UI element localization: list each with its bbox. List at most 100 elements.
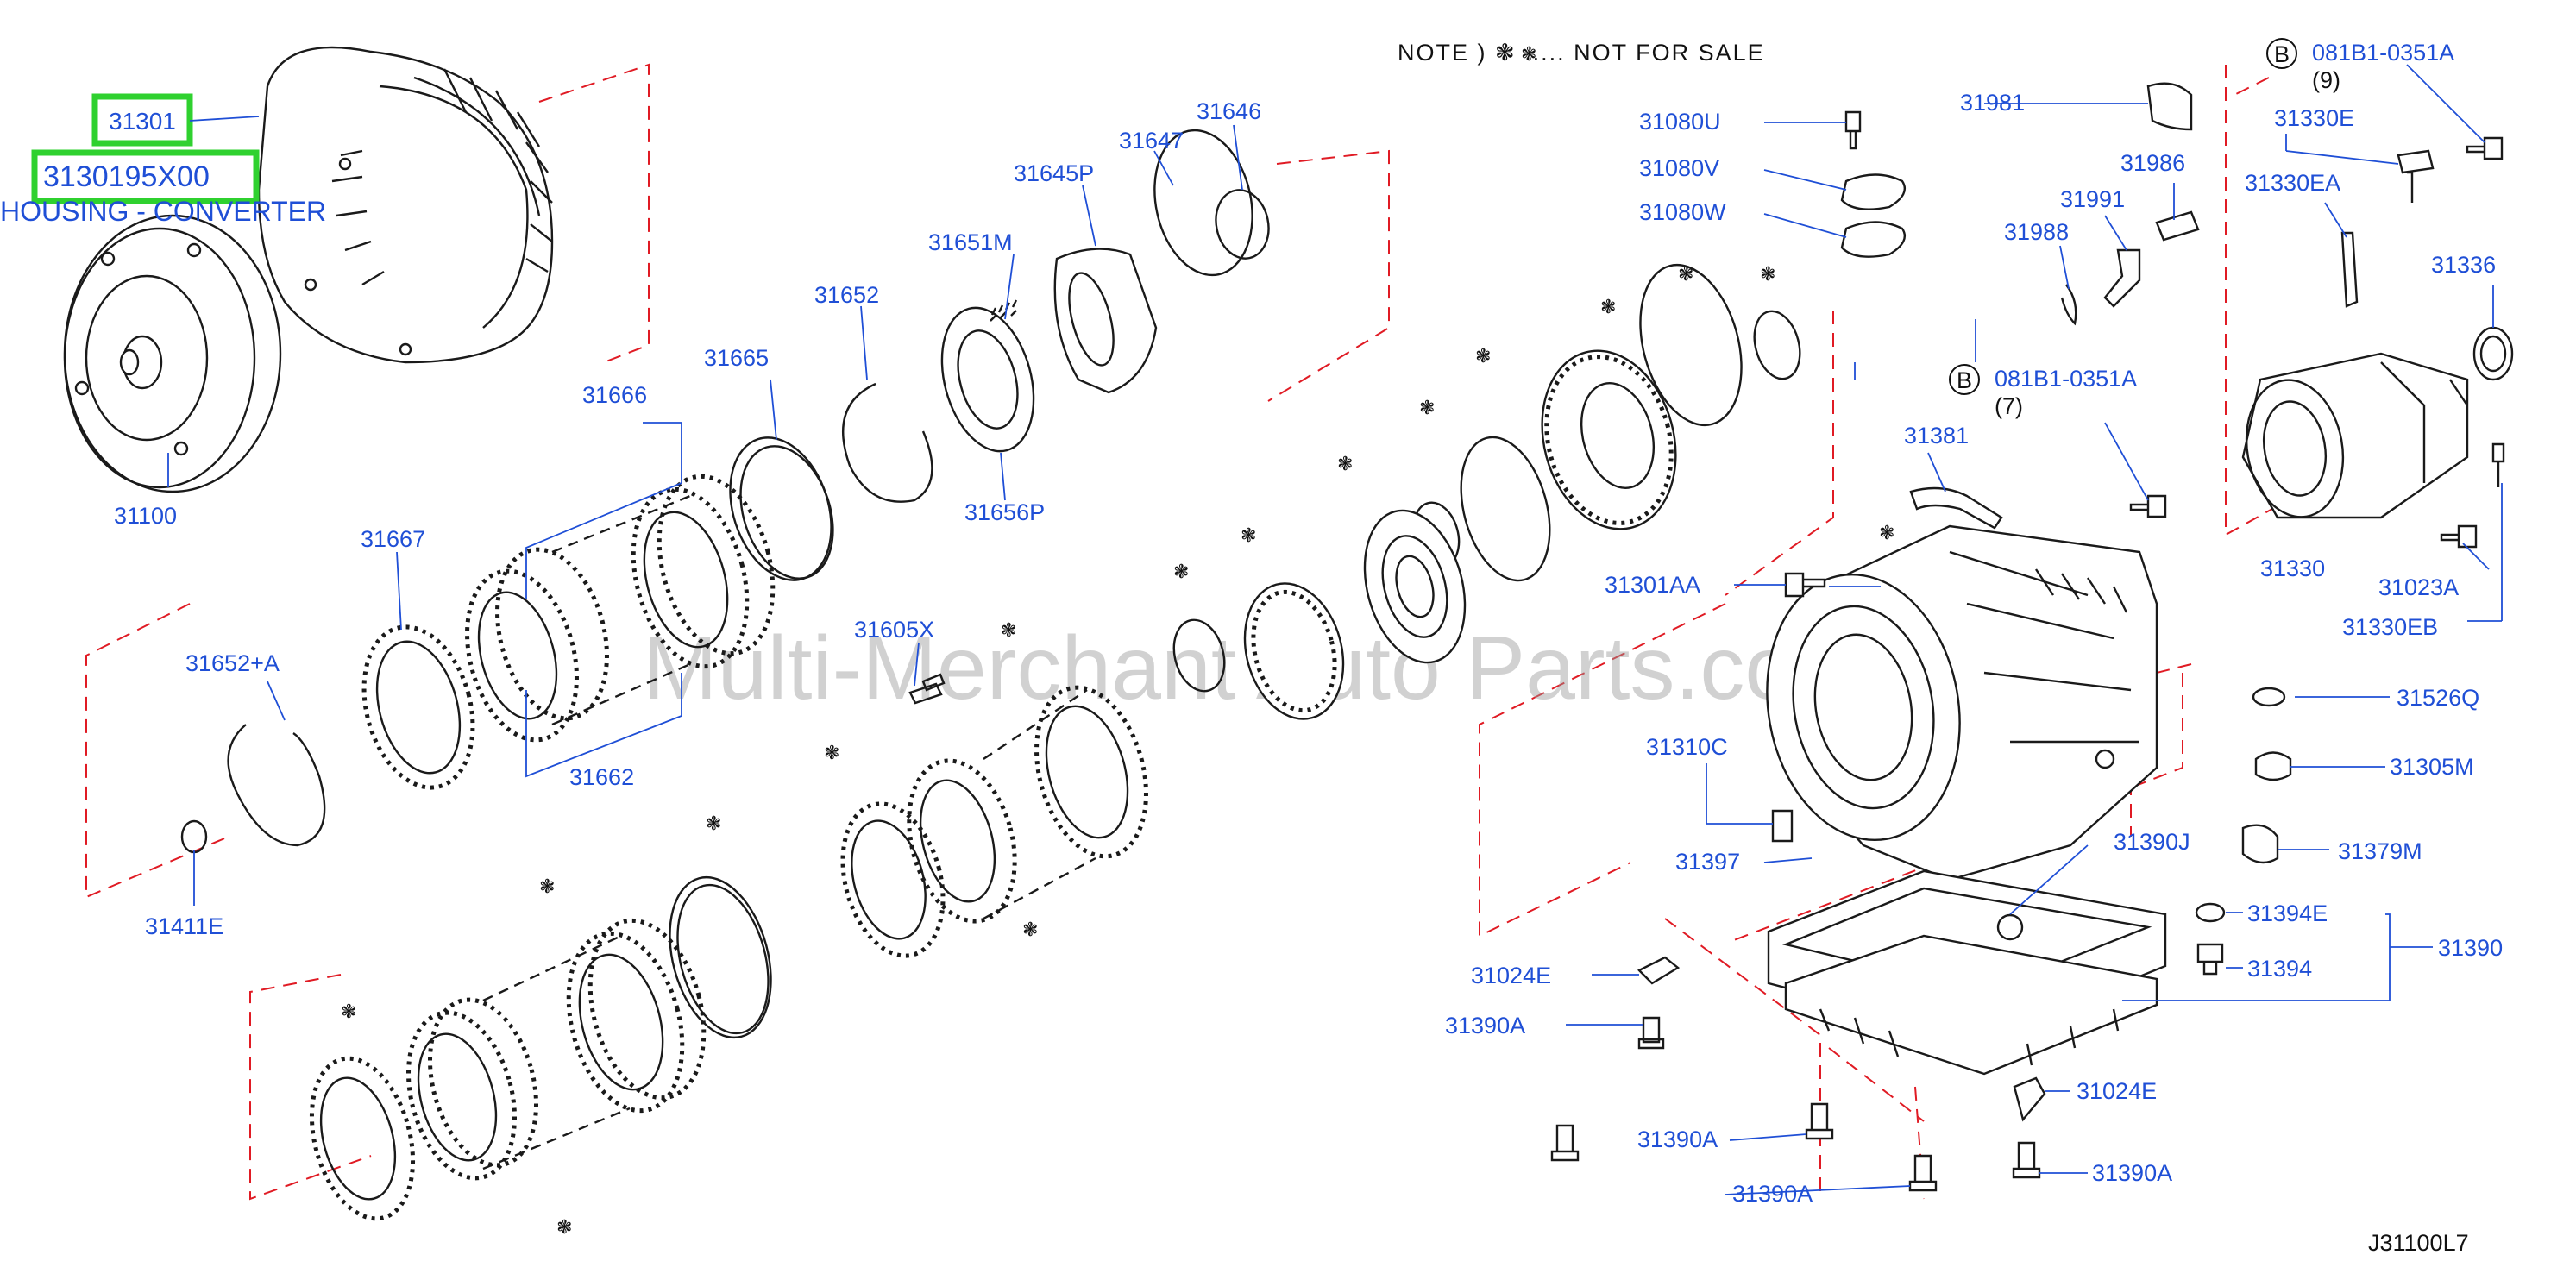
label-31390A-c: 31390A <box>1732 1181 1813 1207</box>
note-text: NOTE ) ❃ ..... NOT FOR SALE <box>1398 40 1765 66</box>
hardware-parts <box>1550 82 2505 1192</box>
label-31981: 31981 <box>1960 90 2025 116</box>
label-31330EB: 31330EB <box>2342 614 2438 640</box>
label-31024E-a: 31024E <box>1471 963 1551 988</box>
pin-31310C <box>1771 809 1794 843</box>
badge-letter: B <box>1957 367 1972 393</box>
spring-31605X <box>908 673 946 705</box>
label-31666: 31666 <box>582 382 647 408</box>
svg-text:❃: ❃ <box>341 1001 356 1023</box>
spring-31988 <box>2060 284 2077 326</box>
label-31647: 31647 <box>1119 128 1184 154</box>
part-labels[interactable]: 31100 31666 31665 31652 31651M 31645P 31… <box>114 90 2503 1207</box>
label-31411E: 31411E <box>145 913 223 939</box>
bracket-31330EB <box>2491 442 2505 487</box>
svg-text:❃: ❃ <box>1475 346 1491 367</box>
label-31646: 31646 <box>1197 98 1261 124</box>
bolt-callout-9[interactable]: B 081B1-0351A (9) <box>2266 38 2454 93</box>
bolts-31390A <box>1550 1016 2041 1192</box>
label-31080U: 31080U <box>1639 109 1721 135</box>
retainer-31656P <box>940 306 1035 453</box>
svg-text:❃: ❃ <box>1337 454 1353 475</box>
svg-text:❃: ❃ <box>1760 264 1775 285</box>
part-31981 <box>2146 82 2193 131</box>
extension-housing-part[interactable] <box>2236 326 2514 524</box>
oem-number-box <box>31 149 260 204</box>
label-31336: 31336 <box>2431 252 2496 278</box>
label-31988: 31988 <box>2004 219 2069 245</box>
label-31991: 31991 <box>2060 186 2125 212</box>
seal-ring-c <box>1639 263 1743 427</box>
ball-31411E <box>180 819 208 854</box>
bolt-callout-7[interactable]: B 081B1-0351A (7) <box>1949 364 2137 419</box>
bolt-code: 081B1-0351A <box>2312 40 2454 66</box>
label-31667: 31667 <box>361 526 425 552</box>
tube-31381 <box>1909 486 2003 530</box>
spring-31651M <box>990 299 1018 316</box>
label-31305M: 31305M <box>2390 754 2474 780</box>
svg-text:❃: ❃ <box>556 1217 572 1239</box>
bracket-31024E-b <box>2013 1076 2046 1122</box>
label-31652: 31652 <box>814 282 879 308</box>
clutch-plates-upper <box>361 474 776 790</box>
svg-text:❃: ❃ <box>1419 398 1435 419</box>
ring-31526Q <box>2252 687 2286 707</box>
label-31605X: 31605X <box>854 617 934 643</box>
clutch-plates-lower <box>309 918 707 1221</box>
bolt-code: 081B1-0351A <box>1995 366 2137 392</box>
diagram-id: J31100L7 <box>2368 1230 2469 1256</box>
svg-text:❃: ❃ <box>1600 297 1616 318</box>
gear-assembly <box>1243 582 1345 720</box>
oil-pan-part[interactable] <box>1767 869 2167 1076</box>
leader-lines <box>167 64 2503 1195</box>
highlight-oem-number: 3130195X00 <box>43 160 210 193</box>
label-31394: 31394 <box>2247 956 2312 982</box>
transmission-case-part[interactable] <box>1747 524 2158 882</box>
plug-31379M <box>2241 824 2279 864</box>
bolt-081B1-7 <box>2129 494 2167 518</box>
label-31662: 31662 <box>569 764 634 790</box>
label-31652A: 31652+A <box>185 650 280 676</box>
plug-31305M <box>2254 751 2292 781</box>
svg-text:❃: ❃ <box>1001 620 1016 642</box>
snap-ring-small <box>1172 618 1226 693</box>
piston-parts <box>908 248 1677 720</box>
label-31080V: 31080V <box>1639 155 1719 181</box>
label-31100: 31100 <box>114 503 177 529</box>
piston-31645P <box>1053 248 1158 394</box>
label-31665: 31665 <box>704 345 769 371</box>
label-31986: 31986 <box>2120 150 2185 176</box>
seal-ring-31665 <box>729 436 832 581</box>
label-31390J: 31390J <box>2114 829 2190 855</box>
label-31379M: 31379M <box>2338 838 2422 864</box>
label-31080W: 31080W <box>1639 199 1726 225</box>
converter-housing-part[interactable] <box>257 46 554 364</box>
highlighted-part-callout[interactable]: 31301 3130195X00 HOUSING - CONVERTER <box>0 93 326 227</box>
label-31330: 31330 <box>2260 555 2325 581</box>
plug-31394 <box>2196 943 2224 976</box>
svg-text:❃: ❃ <box>824 743 839 764</box>
svg-text:❃: ❃ <box>539 876 555 898</box>
label-31651M: 31651M <box>928 229 1013 255</box>
svg-text:❃: ❃ <box>1678 264 1693 285</box>
bolt-081B1-9 <box>2466 136 2504 160</box>
bolt-31301AA <box>1784 572 1826 598</box>
bolt-qty: (7) <box>1995 393 2023 419</box>
label-31330E: 31330E <box>2274 105 2354 131</box>
label-31656P: 31656P <box>964 499 1045 525</box>
gasket-31394E <box>2195 902 2226 923</box>
torque-converter-part[interactable] <box>63 214 282 493</box>
label-31394E: 31394E <box>2247 900 2328 926</box>
bracket-31024E-a <box>1637 956 1681 985</box>
gasket-31080V <box>1840 173 1907 210</box>
bracket-31330E <box>2397 149 2435 203</box>
label-31381: 31381 <box>1904 423 1969 449</box>
seal-ring-e <box>669 875 772 1039</box>
label-31645P: 31645P <box>1014 160 1094 186</box>
not-for-sale-markers: ❃ ❃ ❃ ❃ ❃ ❃ ❃ ❃ ❃ ❃ ❃ ❃ ❃ ❃ ❃ ❃ ❃ <box>341 44 1894 1239</box>
bolt-31023A <box>2440 524 2478 549</box>
seal-ring-b <box>1460 436 1551 582</box>
label-31301AA: 31301AA <box>1605 572 1700 598</box>
clutch-drum <box>1541 349 1677 530</box>
